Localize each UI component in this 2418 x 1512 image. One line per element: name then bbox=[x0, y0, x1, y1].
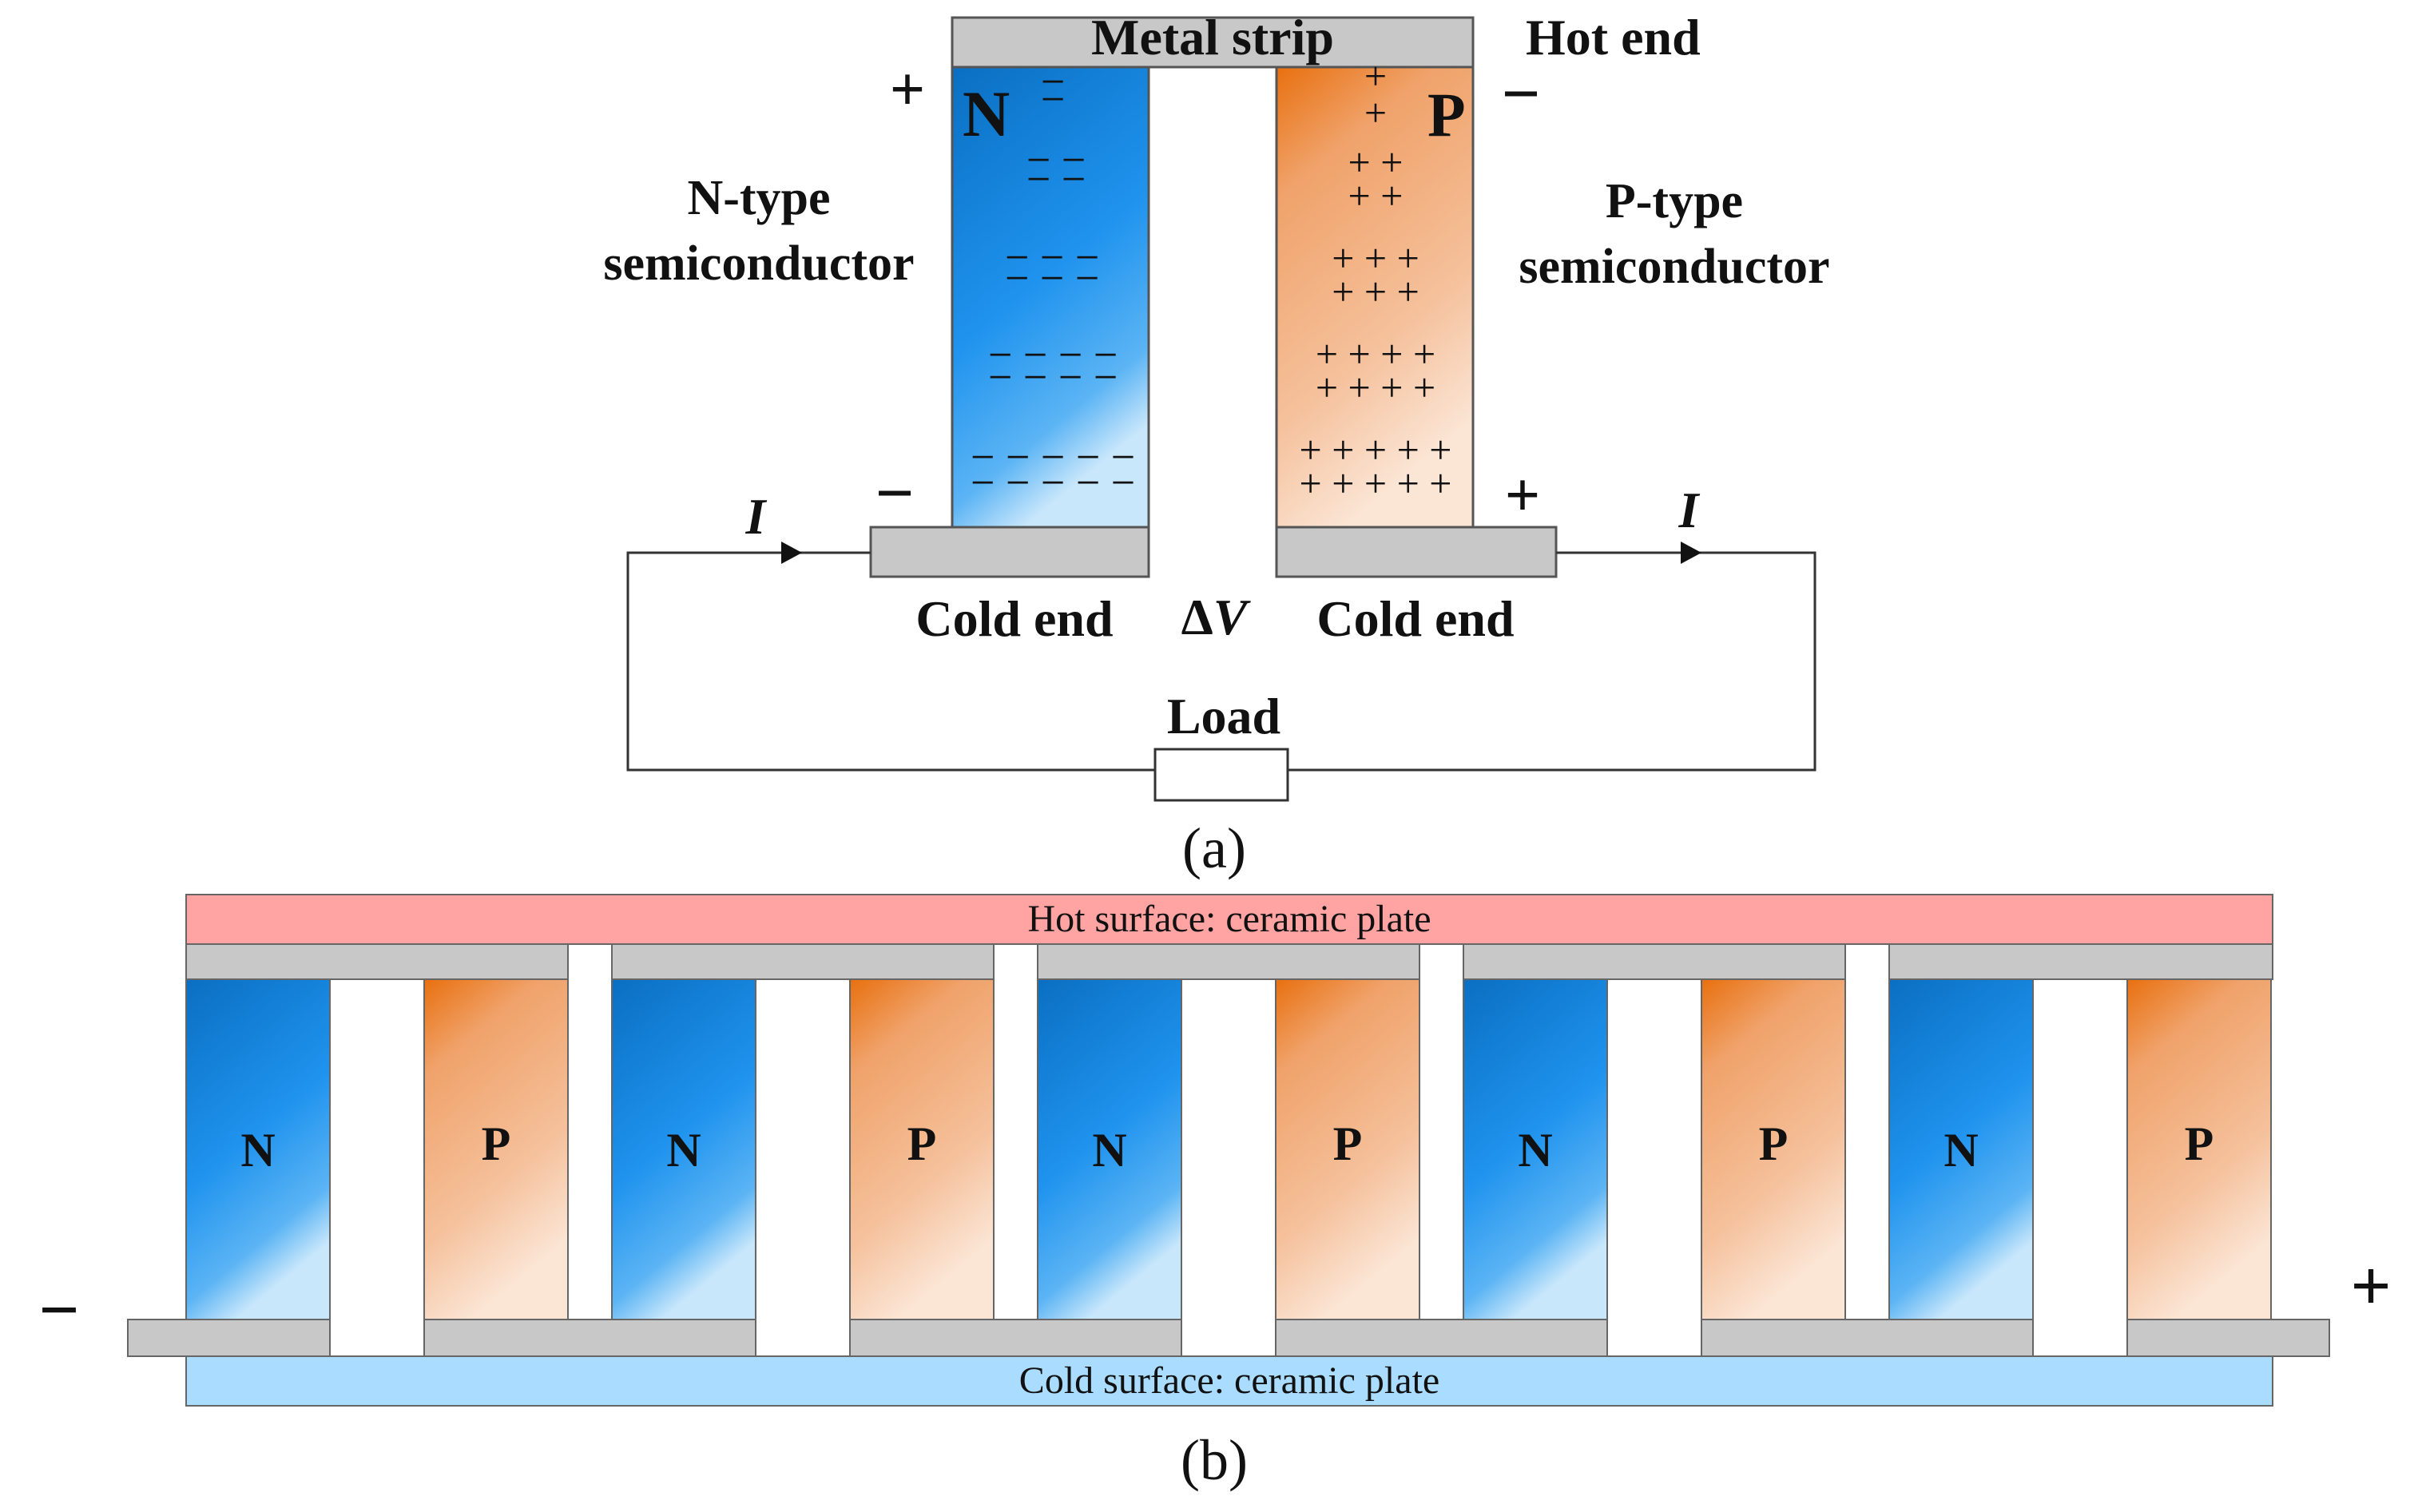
sign-plus-bottom-right: + bbox=[1505, 460, 1540, 530]
n-letter: N bbox=[963, 77, 1010, 150]
cold-plate-label: Cold surface: ceramic plate bbox=[1019, 1359, 1439, 1402]
n-charge-row: − bbox=[1041, 58, 1065, 105]
leg-label-p: P bbox=[1333, 1117, 1363, 1170]
p-charge-row: + + + + + bbox=[1300, 427, 1452, 472]
top-connector bbox=[1888, 943, 2273, 980]
leg-label-n: N bbox=[666, 1124, 701, 1177]
thermoelectric-legs bbox=[185, 978, 2272, 1320]
p-charge-row: + + + + bbox=[1316, 365, 1435, 410]
load-resistor bbox=[1153, 748, 1289, 802]
n-charge-row: − − − bbox=[1005, 233, 1099, 281]
current-arrow-right bbox=[1681, 542, 1701, 564]
p-charge-row: + + + bbox=[1332, 236, 1419, 280]
n-leg bbox=[1463, 978, 1608, 1320]
circuit-wire-left bbox=[626, 551, 1155, 772]
cold-ceramic-plate bbox=[185, 1355, 2273, 1407]
bottom-connector bbox=[1701, 1319, 2034, 1357]
hot-ceramic-plate bbox=[185, 894, 2273, 945]
bottom-connector bbox=[849, 1319, 1182, 1357]
top-connector bbox=[611, 943, 995, 980]
panel-b: Hot surface: ceramic plate N P N P N bbox=[38, 894, 2392, 1492]
leg-label-p: P bbox=[482, 1117, 511, 1170]
p-charge-row: + + bbox=[1348, 140, 1404, 185]
leg-label-n: N bbox=[1092, 1124, 1126, 1177]
sign-plus-top-left: + bbox=[890, 54, 925, 124]
n-leg bbox=[185, 978, 331, 1320]
delta-variable: V bbox=[1213, 589, 1252, 645]
p-letter: P bbox=[1427, 80, 1466, 149]
leg-label-n: N bbox=[1944, 1124, 1978, 1177]
current-label-left: I bbox=[745, 488, 768, 545]
leg-label-p: P bbox=[2185, 1117, 2214, 1170]
p-charge-plus-group: + + + + + + + + + + + + + + + + + + + + … bbox=[1300, 54, 1452, 506]
n-charge-row: − − − bbox=[1005, 254, 1099, 302]
n-charge-row: − − bbox=[1026, 136, 1086, 184]
p-leg bbox=[423, 978, 569, 1320]
p-type-label-line2: semiconductor bbox=[1519, 240, 1829, 294]
n-leg bbox=[1037, 978, 1182, 1320]
n-charge-row: − bbox=[1041, 75, 1065, 123]
p-type-leg bbox=[1275, 65, 1475, 532]
cold-end-label-right: Cold end bbox=[1316, 590, 1514, 647]
leg-label-p: P bbox=[907, 1117, 937, 1170]
top-connector bbox=[185, 943, 569, 980]
bottom-connector-left-terminal bbox=[127, 1319, 331, 1357]
cold-end-pad-left bbox=[869, 526, 1150, 578]
p-charge-row: + bbox=[1364, 90, 1387, 135]
terminal-minus-sign: − bbox=[38, 1271, 79, 1350]
n-charge-minus-group: − − − − − − − − − − − − − − − − − − − − … bbox=[971, 58, 1135, 506]
caption-b: (b) bbox=[1181, 1428, 1248, 1492]
n-charge-row: − − − − − bbox=[971, 458, 1135, 506]
delta-v-label: ΔV bbox=[1181, 589, 1252, 645]
terminal-plus-sign: + bbox=[2350, 1247, 2391, 1326]
load-label: Load bbox=[1167, 688, 1280, 744]
p-charge-row: + + + bbox=[1332, 269, 1419, 314]
sign-minus-top-right: − bbox=[1501, 55, 1540, 132]
n-type-label-line2: semiconductor bbox=[603, 236, 914, 291]
cold-end-label-left: Cold end bbox=[915, 590, 1113, 647]
top-connector bbox=[1463, 943, 1846, 980]
p-leg bbox=[1701, 978, 1846, 1320]
p-leg bbox=[849, 978, 995, 1320]
n-type-leg bbox=[951, 65, 1150, 532]
current-arrow-left bbox=[781, 542, 802, 564]
p-charge-row: + bbox=[1364, 54, 1387, 98]
bottom-connector bbox=[423, 1319, 756, 1357]
bottom-connector-right-terminal bbox=[2126, 1319, 2330, 1357]
panel-a: Metal strip Hot end N P − − − − − − − − … bbox=[603, 9, 1829, 880]
p-charge-row: + + + + + bbox=[1300, 461, 1452, 506]
hot-end-label: Hot end bbox=[1526, 9, 1701, 65]
n-type-label-line1: N-type bbox=[687, 171, 830, 225]
n-charge-row: − − − − − bbox=[971, 433, 1135, 481]
caption-a: (a) bbox=[1182, 816, 1246, 880]
leg-label-n: N bbox=[1518, 1124, 1552, 1177]
p-charge-row: + + bbox=[1348, 173, 1404, 218]
p-type-label-line1: P-type bbox=[1606, 174, 1743, 228]
cold-end-pad-right bbox=[1275, 526, 1558, 578]
metal-strip-label: Metal strip bbox=[1091, 9, 1334, 65]
circuit-wire-right bbox=[1288, 551, 1816, 772]
n-charge-row: − − bbox=[1026, 155, 1086, 203]
leg-label-n: N bbox=[240, 1124, 275, 1177]
p-charge-row: + + + + bbox=[1316, 331, 1435, 376]
n-leg bbox=[611, 978, 756, 1320]
hot-plate-label: Hot surface: ceramic plate bbox=[1027, 898, 1431, 940]
n-charge-row: − − − − bbox=[988, 331, 1118, 379]
p-leg bbox=[2126, 978, 2272, 1320]
top-connector bbox=[1037, 943, 1420, 980]
sign-minus-bottom-left: − bbox=[875, 454, 914, 531]
bottom-connector bbox=[1275, 1319, 1608, 1357]
current-label-right: I bbox=[1678, 482, 1701, 538]
leg-label-p: P bbox=[1759, 1117, 1789, 1170]
metal-strip bbox=[951, 16, 1475, 69]
n-charge-row: − − − − bbox=[988, 353, 1118, 401]
n-leg bbox=[1888, 978, 2034, 1320]
delta-symbol: Δ bbox=[1181, 589, 1213, 645]
